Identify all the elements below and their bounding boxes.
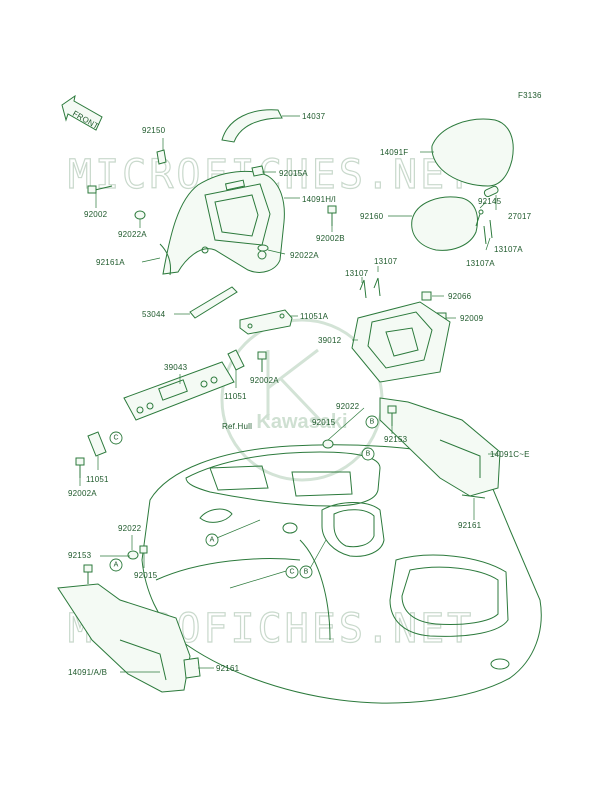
kawasaki-brand: Kawasaki xyxy=(256,411,347,433)
part-label-92150: 92150 xyxy=(142,126,166,135)
part-label-14037: 14037 xyxy=(302,112,326,121)
part-label-13107a-1: 13107A xyxy=(494,245,523,254)
callout-b-text-2: B xyxy=(366,451,371,458)
part-label-14091hi: 14091H/I xyxy=(302,195,336,204)
part-label-14091f: 14091F xyxy=(380,148,408,157)
callout-a-hull: A xyxy=(205,533,219,547)
callout-b-hull: B xyxy=(299,565,313,579)
callout-a-left: A xyxy=(109,558,123,572)
part-label-92022a-right: 92022A xyxy=(290,251,319,260)
part-label-92002a-left: 92002A xyxy=(68,489,97,498)
callout-c-hull: C xyxy=(285,565,299,579)
part-label-13107-1: 13107 xyxy=(374,257,398,266)
figure-code: F3136 xyxy=(518,91,542,100)
part-label-13107-2: 13107 xyxy=(345,269,369,278)
leader-lines xyxy=(79,115,498,673)
storage-lid-assembly xyxy=(351,118,514,383)
callout-c-left: C xyxy=(109,431,123,445)
part-label-92022-low: 92022 xyxy=(118,524,142,533)
callout-a-upper: B xyxy=(365,415,379,429)
part-label-92153-mid: 92153 xyxy=(384,435,408,444)
part-label-92022-mid: 92022 xyxy=(336,402,360,411)
reference-note: Ref.Hull xyxy=(222,422,252,431)
part-label-92066: 92066 xyxy=(448,292,472,301)
part-label-39043: 39043 xyxy=(164,363,188,372)
callout-a-text: A xyxy=(114,562,119,569)
part-label-14091ab: 14091/A/B xyxy=(68,668,107,677)
part-label-92015a: 92015A xyxy=(279,169,308,178)
part-label-11051-mid: 11051 xyxy=(224,392,247,401)
part-label-11051a: 11051A xyxy=(300,312,329,321)
front-arrow-icon: FRONT xyxy=(61,94,103,131)
callout-b-text: B xyxy=(370,419,375,426)
part-label-92153-low: 92153 xyxy=(68,551,92,560)
part-label-27017: 27017 xyxy=(508,212,532,221)
mounting-brackets xyxy=(75,286,293,478)
callout-c-text-2: C xyxy=(289,569,294,576)
part-label-92161-low: 92161 xyxy=(216,664,240,673)
part-label-92145: 92145 xyxy=(478,197,502,206)
part-label-39012: 39012 xyxy=(318,336,342,345)
part-label-11051-left: 11051 xyxy=(86,475,109,484)
part-label-92015-low: 92015 xyxy=(134,571,158,580)
part-label-92015-mid: 92015 xyxy=(312,418,336,427)
hull-deck-outline xyxy=(57,397,542,704)
part-label-92160: 92160 xyxy=(360,212,384,221)
callout-b-lower: B xyxy=(361,447,375,461)
part-label-13107a-2: 13107A xyxy=(466,259,495,268)
part-label-92161: 92161 xyxy=(458,521,482,530)
callout-b-text-3: B xyxy=(304,569,309,576)
part-label-92002b: 92002B xyxy=(316,234,345,243)
callout-c-text: C xyxy=(113,435,118,442)
part-label-92022a-left: 92022A xyxy=(118,230,147,239)
cowl-cover-assembly xyxy=(87,109,337,276)
part-label-92161a: 92161A xyxy=(96,258,125,267)
part-label-92002: 92002 xyxy=(84,210,108,219)
part-label-92002a-mid: 92002A xyxy=(250,376,279,385)
part-label-53044: 53044 xyxy=(142,310,166,319)
callout-a-text-2: A xyxy=(210,537,215,544)
part-label-92009: 92009 xyxy=(460,314,484,323)
part-label-14091ce: 14091C~E xyxy=(490,450,530,459)
part-labels: 14037 92150 92015A 14091H/I 92002 92022A… xyxy=(68,112,532,677)
